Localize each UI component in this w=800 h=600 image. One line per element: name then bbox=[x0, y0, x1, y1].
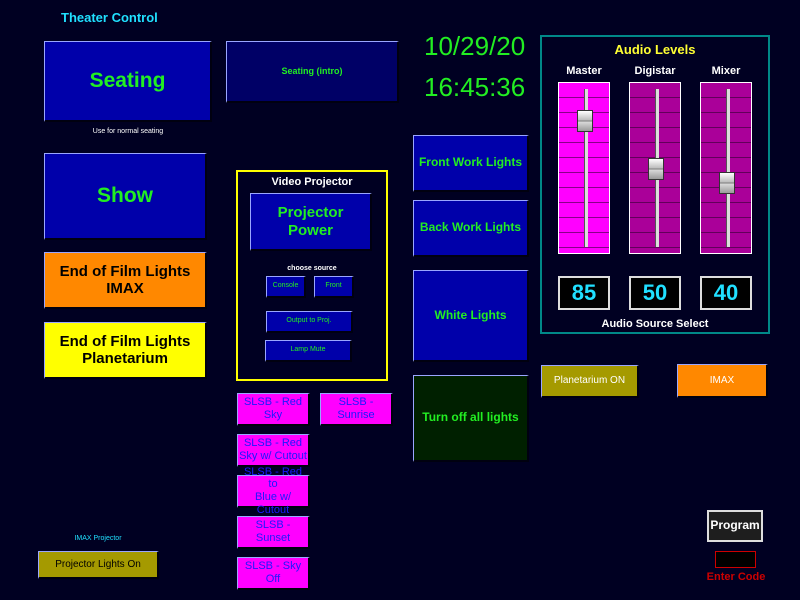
digistar-level-value: 50 bbox=[629, 276, 681, 310]
choose-source-label: choose source bbox=[287, 265, 337, 272]
channel-name-master: Master bbox=[566, 65, 602, 77]
end-film-lights-imax-line2: IMAX bbox=[106, 280, 144, 297]
end-film-lights-planetarium-button[interactable]: End of Film Lights Planetarium bbox=[44, 322, 207, 379]
white-lights-button[interactable]: White Lights bbox=[413, 270, 529, 362]
master-level-value: 85 bbox=[558, 276, 610, 310]
slsb-sunset-button[interactable]: SLSB - Sunset bbox=[237, 516, 310, 549]
video-projector-title: Video Projector bbox=[271, 176, 353, 188]
front-work-lights-button[interactable]: Front Work Lights bbox=[413, 135, 529, 192]
slsb-sky-off-line2: Off bbox=[265, 573, 281, 585]
slsb-red-sky-cutout-button[interactable]: SLSB - Red Sky w/ Cutout bbox=[237, 434, 310, 467]
slsb-sunrise-line1: SLSB - bbox=[338, 396, 374, 409]
projector-lights-on-button[interactable]: Projector Lights On bbox=[38, 551, 159, 579]
slsb-sunset-line2: Sunset bbox=[255, 532, 291, 544]
code-input[interactable] bbox=[715, 551, 756, 568]
master-slider-rail bbox=[584, 89, 588, 247]
slsb-red-sky-cutout-line2: Sky w/ Cutout bbox=[239, 450, 307, 462]
master-slider-thumb[interactable] bbox=[577, 109, 593, 132]
program-button[interactable]: Program bbox=[707, 510, 763, 542]
audio-levels-panel bbox=[540, 35, 770, 334]
video-projector-panel bbox=[236, 170, 388, 381]
seating-button[interactable]: Seating bbox=[44, 41, 212, 122]
slsb-sunrise-line2: Sunrise bbox=[337, 409, 375, 421]
slsb-red-blue-cutout-button[interactable]: SLSB - Red to Blue w/ Cutout bbox=[237, 466, 310, 516]
audio-source-select-label: Audio Source Select bbox=[601, 318, 709, 330]
slsb-red-sky-cutout-line1: SLSB - Red bbox=[243, 437, 303, 450]
slsb-red-sky-line2: Sky bbox=[263, 409, 283, 421]
slsb-sunset-line1: SLSB - bbox=[255, 519, 291, 532]
channel-name-digistar: Digistar bbox=[634, 65, 676, 77]
back-work-lights-button[interactable]: Back Work Lights bbox=[413, 200, 529, 257]
digistar-slider-thumb[interactable] bbox=[648, 158, 664, 180]
slsb-red-sky-button[interactable]: SLSB - Red Sky bbox=[237, 393, 310, 426]
channel-name-mixer: Mixer bbox=[711, 65, 741, 77]
mixer-slider[interactable] bbox=[700, 82, 752, 254]
mixer-slider-rail bbox=[726, 89, 730, 247]
projector-power-line2: Power bbox=[287, 221, 333, 239]
imax-audio-button[interactable]: IMAX bbox=[677, 364, 768, 398]
audio-levels-title: Audio Levels bbox=[614, 42, 696, 57]
time-display: 16:45:36 bbox=[424, 72, 526, 102]
slsb-red-blue-cutout-line2: Blue w/ Cutout bbox=[254, 491, 292, 516]
end-film-lights-imax-line1: End of Film Lights bbox=[59, 262, 191, 280]
slsb-sky-off-button[interactable]: SLSB - Sky Off bbox=[237, 557, 310, 590]
mixer-level-value: 40 bbox=[700, 276, 752, 310]
slsb-red-blue-cutout-line1: SLSB - Red to bbox=[243, 465, 303, 491]
app-title: Theater Control bbox=[61, 10, 158, 25]
projector-power-button[interactable]: Projector Power bbox=[250, 193, 372, 251]
slsb-red-sky-line1: SLSB - Red bbox=[243, 396, 303, 409]
enter-code-label: Enter Code bbox=[706, 571, 766, 583]
source-front-button[interactable]: Front bbox=[314, 276, 354, 298]
planetarium-on-button[interactable]: Planetarium ON bbox=[541, 365, 639, 398]
digistar-slider[interactable] bbox=[629, 82, 681, 254]
end-film-lights-imax-button[interactable]: End of Film Lights IMAX bbox=[44, 252, 207, 309]
output-to-projector-button[interactable]: Output to Proj. bbox=[266, 311, 353, 333]
imax-projector-title: IMAX Projector bbox=[74, 535, 122, 542]
date-display: 10/29/20 bbox=[424, 31, 526, 61]
projector-power-line1: Projector bbox=[277, 204, 344, 222]
slsb-sunrise-button[interactable]: SLSB - Sunrise bbox=[320, 393, 393, 426]
mixer-slider-thumb[interactable] bbox=[719, 171, 735, 194]
end-film-lights-planet-line2: Planetarium bbox=[82, 350, 168, 367]
turn-off-all-lights-button[interactable]: Turn off all lights bbox=[413, 375, 529, 462]
end-film-lights-planet-line1: End of Film Lights bbox=[59, 332, 191, 350]
show-button[interactable]: Show bbox=[44, 153, 207, 240]
seating-caption: Use for normal seating bbox=[92, 128, 164, 135]
seating-intro-button[interactable]: Seating (intro) bbox=[226, 41, 399, 103]
master-slider[interactable] bbox=[558, 82, 610, 254]
source-console-button[interactable]: Console bbox=[266, 276, 306, 298]
slsb-sky-off-line1: SLSB - Sky bbox=[244, 560, 302, 573]
lamp-mute-button[interactable]: Lamp Mute bbox=[265, 340, 352, 362]
